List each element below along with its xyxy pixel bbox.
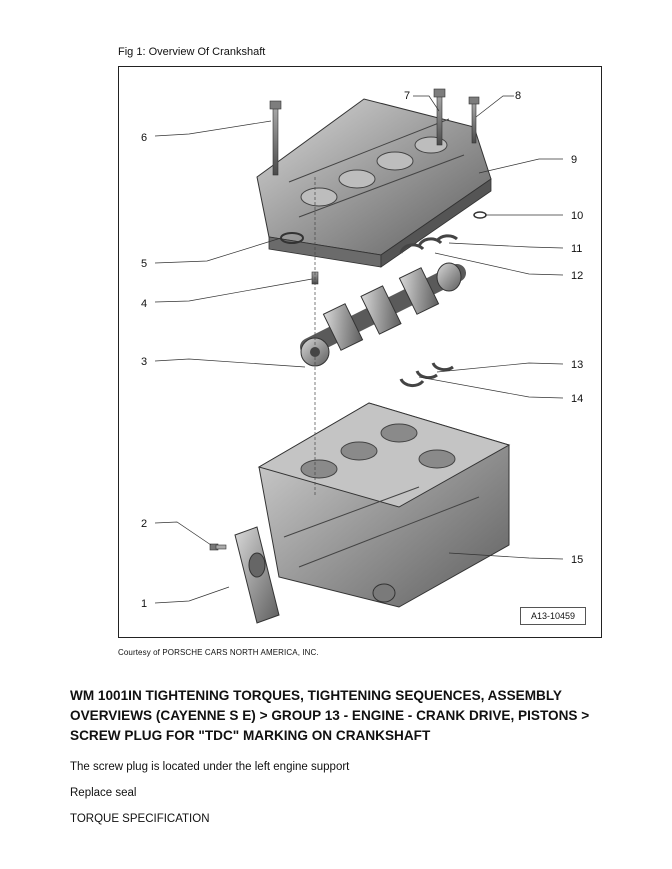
callout-1: 1 (141, 598, 147, 610)
torque-spec-heading: TORQUE SPECIFICATION (70, 813, 210, 825)
callout-9: 9 (571, 154, 577, 166)
crankshaft-part (300, 262, 466, 367)
screw-plug-2 (209, 543, 227, 551)
callout-6: 6 (141, 132, 147, 144)
figure-frame: 1 2 3 4 5 6 7 8 9 10 11 12 13 14 15 A13-… (118, 66, 602, 638)
bolt-7 (433, 88, 446, 146)
leader-lines (154, 95, 564, 604)
seal-paragraph: Replace seal (70, 787, 137, 799)
courtesy-credit: Courtesy of PORSCHE CARS NORTH AMERICA, … (118, 648, 319, 657)
bedplate-part (256, 98, 492, 268)
callout-10: 10 (571, 210, 583, 222)
callout-8: 8 (515, 90, 521, 102)
bolt-8 (468, 96, 480, 144)
callout-12: 12 (571, 270, 583, 282)
seal-ring-10 (473, 211, 487, 219)
callout-15: 15 (571, 554, 583, 566)
callout-14: 14 (571, 393, 583, 405)
bolt-6 (269, 100, 282, 176)
callout-5: 5 (141, 258, 147, 270)
crankshaft-exploded-diagram: 1 2 3 4 5 6 7 8 9 10 11 12 13 14 15 (141, 88, 583, 624)
bearing-shells-lower (399, 362, 454, 388)
figure-caption: Fig 1: Overview Of Crankshaft (118, 46, 266, 58)
callout-3: 3 (141, 356, 147, 368)
callout-4: 4 (141, 298, 147, 310)
callout-11: 11 (571, 243, 582, 255)
callout-2: 2 (141, 518, 147, 530)
location-paragraph: The screw plug is located under the left… (70, 761, 350, 773)
bearing-shells-upper (399, 234, 458, 254)
callout-13: 13 (571, 359, 583, 371)
figure-id-label: A13-10459 (520, 607, 586, 625)
section-heading: WM 1001IN TIGHTENING TORQUES, TIGHTENING… (70, 688, 590, 743)
engine-block-part (257, 402, 511, 608)
callout-7: 7 (404, 90, 410, 102)
cover-1 (234, 526, 280, 624)
